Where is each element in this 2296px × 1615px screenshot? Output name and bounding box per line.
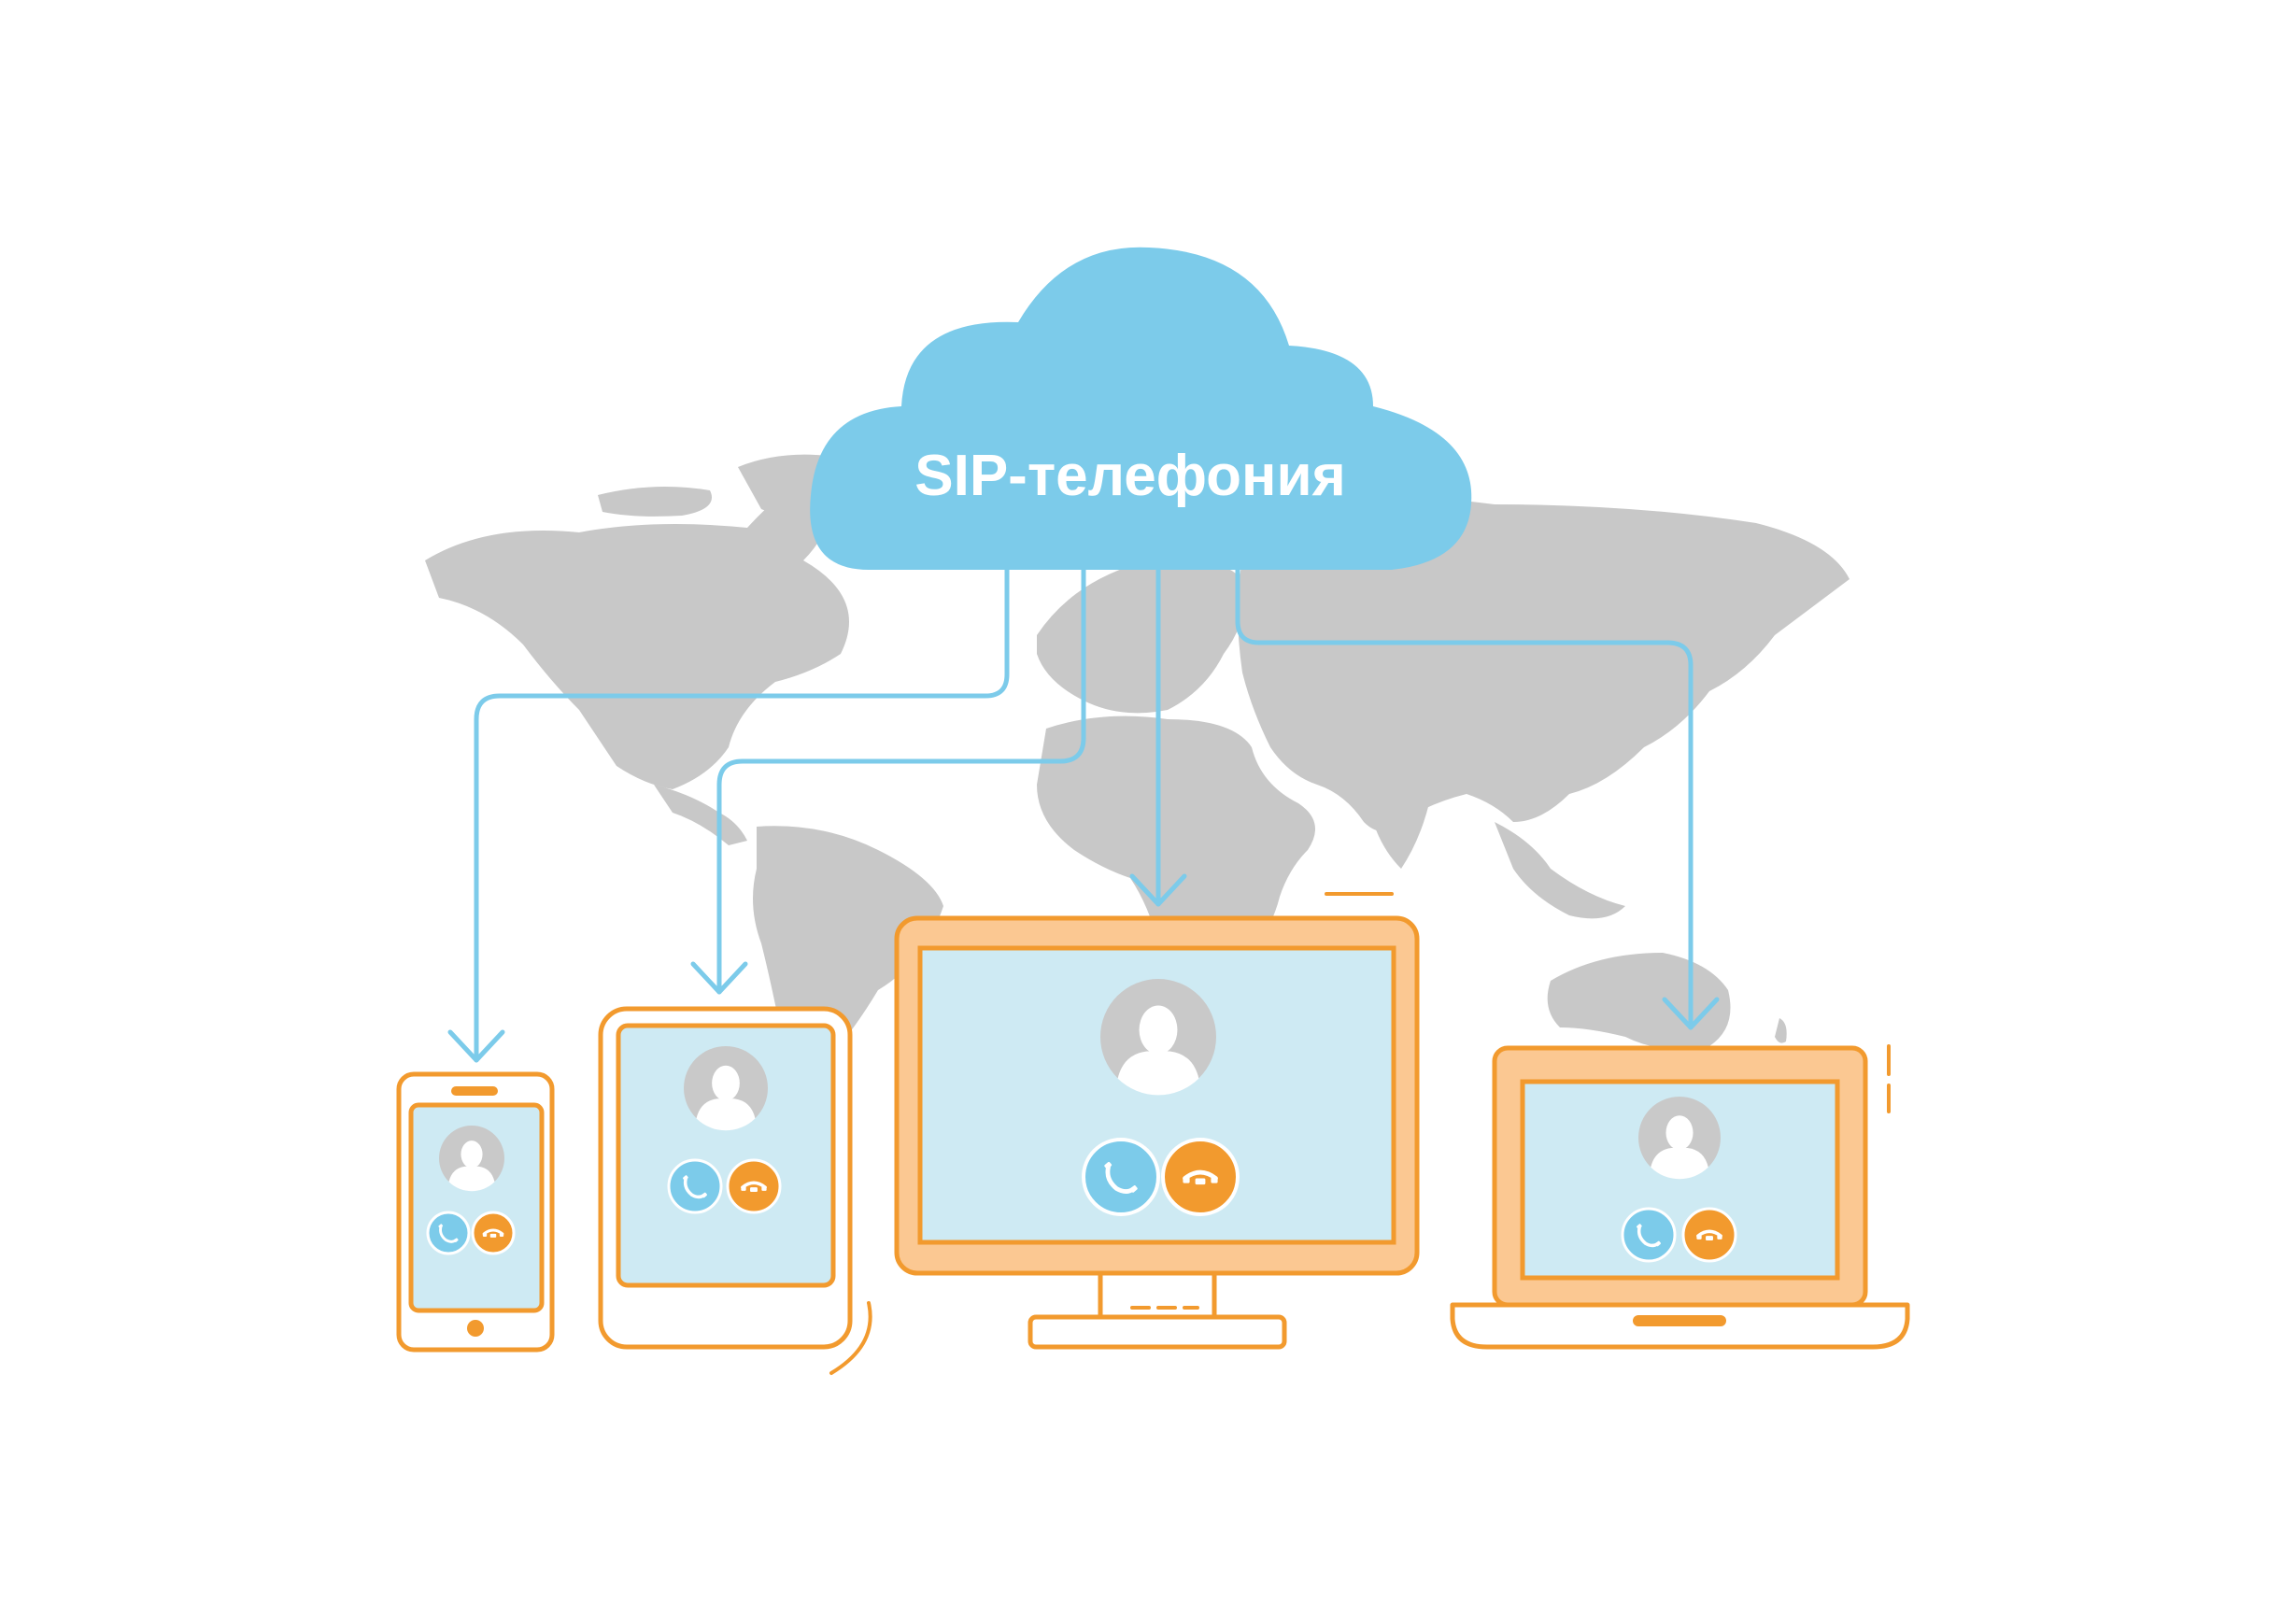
laptop-decline-button[interactable] (1681, 1207, 1737, 1263)
monitor-decline-button[interactable] (1161, 1138, 1240, 1216)
arrowhead-tablet (690, 961, 748, 995)
tablet-avatar-icon (684, 1046, 768, 1131)
arrowhead-smartphone (447, 1029, 505, 1063)
device-monitor (894, 892, 1420, 1350)
smartphone-decline-button[interactable] (471, 1211, 516, 1255)
phone-decline-icon (1696, 1231, 1722, 1240)
smartphone-speaker (451, 1086, 498, 1096)
laptop-avatar-icon (1638, 1097, 1721, 1180)
device-laptop (1450, 1044, 1910, 1350)
device-smartphone (396, 1071, 555, 1353)
connector-to-laptop (1235, 562, 1694, 1030)
phone-decline-icon (741, 1183, 766, 1192)
cloud-label: SIP-телефония (914, 444, 1346, 508)
connector-to-smartphone (474, 562, 1010, 1063)
sip-cloud: SIP-телефония (810, 247, 1472, 570)
monitor-accept-button[interactable] (1082, 1138, 1160, 1216)
map-australia (1547, 953, 1731, 1050)
tablet-screen (616, 1023, 836, 1288)
map-canadian-islands (598, 487, 712, 517)
tablet-accept-button[interactable] (667, 1158, 723, 1214)
map-asia (1238, 498, 1850, 831)
monitor-avatar-icon (1100, 979, 1216, 1096)
phone-decline-icon (1183, 1172, 1217, 1184)
connectors (447, 562, 1720, 1063)
laptop-trackpad[interactable] (1633, 1315, 1726, 1326)
connector-to-tablet (716, 562, 1086, 995)
tablet-decline-button[interactable] (726, 1158, 782, 1214)
tablet-accent-line (829, 1301, 872, 1375)
cloud-shape (810, 247, 1472, 570)
map-southeast-asia (1495, 822, 1625, 919)
smartphone-avatar-icon (439, 1126, 504, 1192)
map-north-america (425, 481, 849, 789)
map-europe (1037, 558, 1245, 714)
monitor-base (1028, 1314, 1287, 1350)
map-new-zealand (1775, 1018, 1787, 1043)
smartphone-accept-button[interactable] (426, 1211, 471, 1255)
laptop-accept-button[interactable] (1621, 1207, 1677, 1263)
map-central-america (654, 785, 747, 845)
map-india (1364, 790, 1429, 869)
device-tablet (598, 1006, 872, 1375)
map-japan (1639, 673, 1666, 732)
smartphone-home-button[interactable] (467, 1320, 484, 1337)
arrowhead-monitor (1129, 873, 1187, 907)
phone-decline-icon (483, 1230, 503, 1238)
arrowhead-laptop (1662, 997, 1720, 1030)
